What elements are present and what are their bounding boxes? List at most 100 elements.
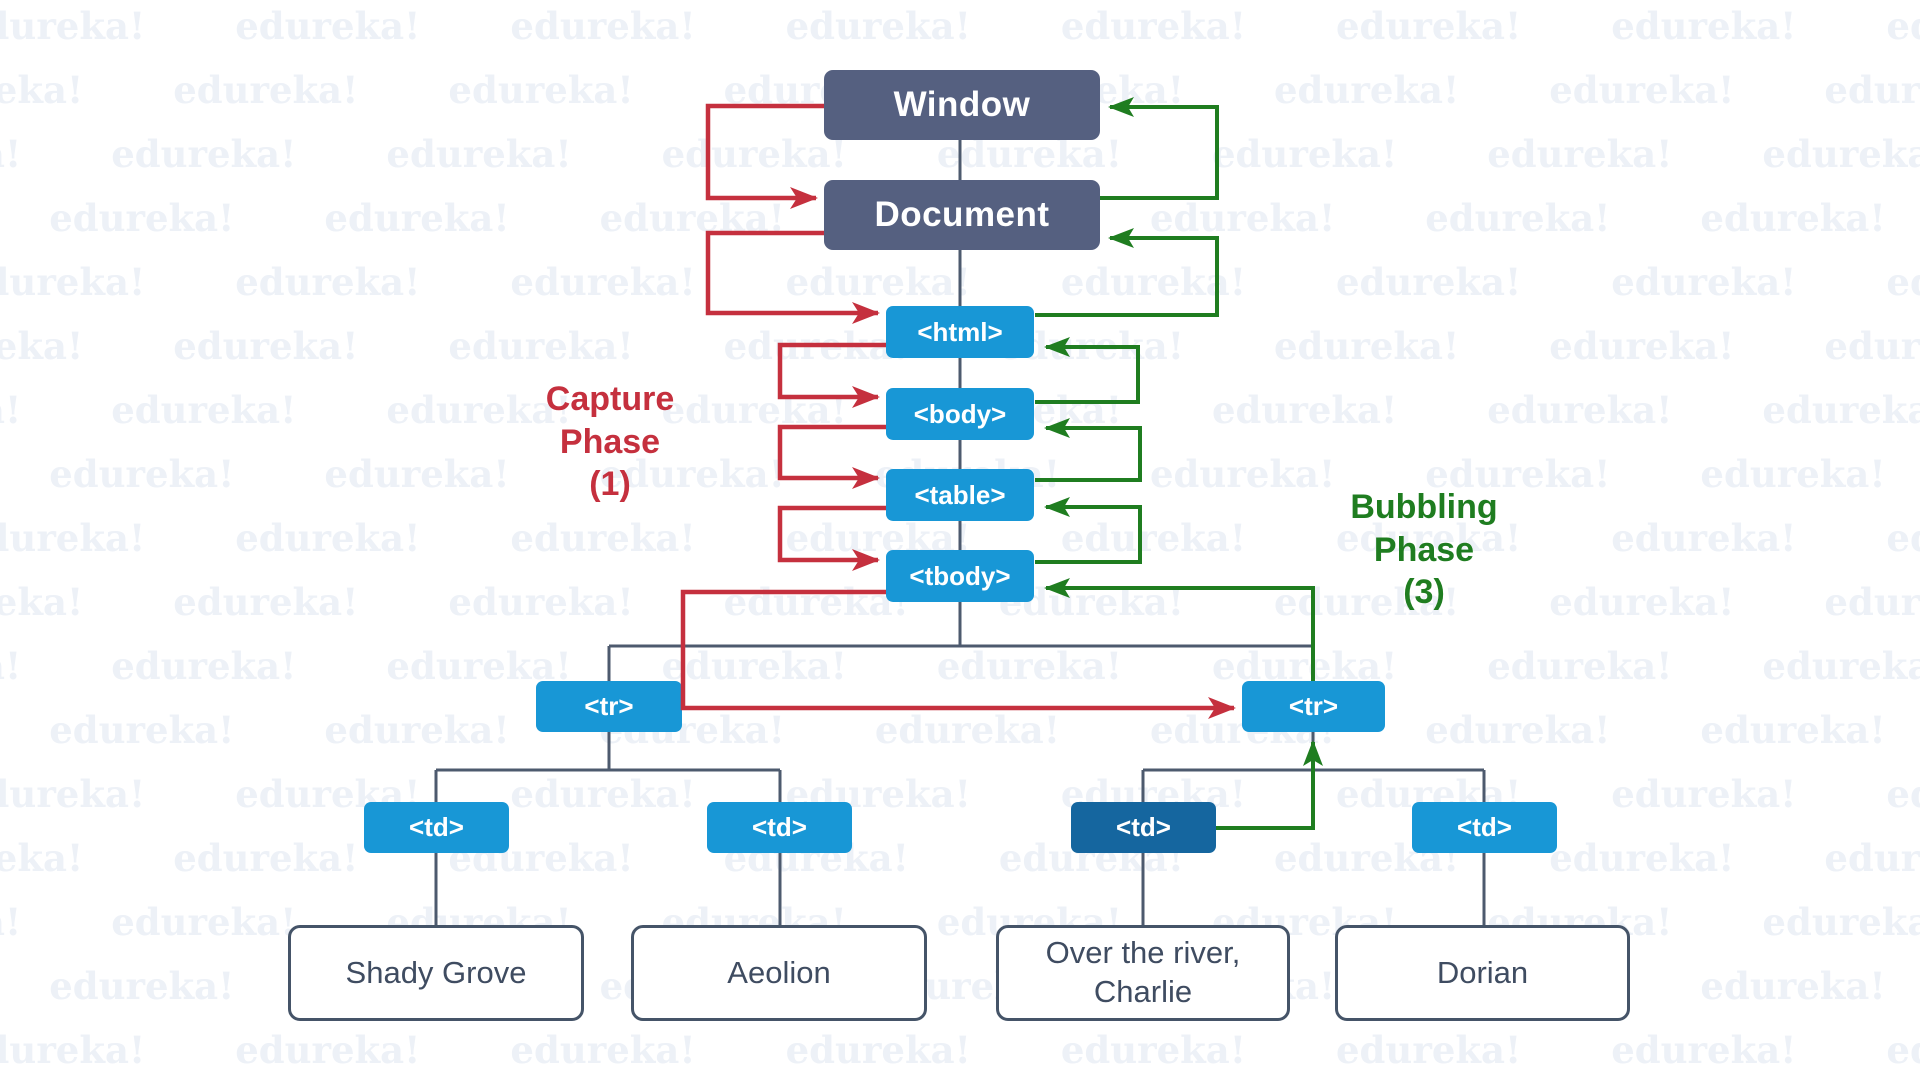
watermark-text: edureka! [1212, 132, 1398, 176]
watermark-text: edureka! [235, 4, 421, 48]
watermark-text: edureka! [1060, 1028, 1247, 1072]
watermark-text: edureka! [1611, 772, 1797, 816]
watermark-text: edureka! [448, 580, 634, 624]
watermark-row: edureka! edureka! edureka! edureka! edureka!… [0, 4, 1920, 48]
watermark-text: edureka! [1762, 132, 1920, 176]
watermark-text: edureka! [1549, 836, 1735, 880]
bubbling-arrow-td-tr [1216, 740, 1323, 830]
watermark-text: edureka! [1487, 132, 1673, 176]
bubbling-arrow-tbody-table [1035, 497, 1142, 564]
node-td-2-label: <td> [752, 812, 807, 842]
watermark-text: edureka! [785, 4, 971, 48]
node-document: Document [824, 180, 1100, 250]
leaf-over-the-river-charlie: Over the river, Charlie [996, 925, 1290, 1021]
bubbling-arrow-body-html [1035, 337, 1140, 404]
watermark-text: edureka! [661, 132, 847, 176]
node-tbody-label: <tbody> [909, 560, 1011, 591]
watermark-text: edureka! [173, 836, 359, 880]
watermark-text: edureka! [0, 260, 146, 304]
node-td-1: <td> [364, 802, 509, 853]
watermark-text: edureka! [0, 4, 146, 48]
bubbling-phase-label: Bubbling Phase (3) [1350, 488, 1498, 611]
watermark-text: edureka! [0, 580, 84, 624]
capture-arrow-window-document [705, 103, 824, 209]
bubbling-arrow-document-window [1100, 97, 1219, 200]
watermark-text: edureka! [1425, 196, 1611, 240]
watermark-text: edureka! [386, 132, 572, 176]
watermark-text: edureka! [1611, 516, 1797, 560]
watermark-text: edureka! [1886, 772, 1920, 816]
watermark-text: edureka! [1549, 68, 1735, 112]
watermark-text: edureka! [1611, 260, 1797, 304]
watermark-text: edureka! [49, 964, 235, 1008]
node-window-label: Window [893, 85, 1031, 124]
node-body: <body> [886, 388, 1034, 440]
node-td-4-label: <td> [1457, 812, 1512, 842]
watermark-text: edureka! [1425, 452, 1611, 496]
watermark-text: edureka! [235, 260, 421, 304]
watermark-row: edureka! edureka! edureka! edureka! edureka!… [0, 132, 1920, 176]
tree-branch-td-left [434, 732, 782, 802]
watermark-row: edureka! edureka! edureka! edureka! edureka!… [0, 260, 1920, 304]
watermark-text: edureka! [1212, 388, 1398, 432]
watermark-text: edureka! [661, 644, 847, 688]
node-td-4: <td> [1412, 802, 1557, 853]
watermark-text: edureka! [1274, 68, 1460, 112]
node-table-label: <table> [914, 479, 1006, 510]
watermark-text: edureka! [785, 260, 971, 304]
watermark-text: edureka! [49, 708, 235, 752]
watermark-text: edureka! [599, 452, 785, 496]
leaf-shady-grove: Shady Grove [288, 925, 584, 1021]
watermark-text: edureka! [1700, 964, 1886, 1008]
watermark-text: edureka! [1549, 324, 1735, 368]
node-tr-right: <tr> [1242, 681, 1385, 732]
watermark-text: edureka! [0, 132, 22, 176]
watermark-text: edureka! [1886, 4, 1920, 48]
bubbling-arrow-tr-tbody [1044, 578, 1315, 681]
capture-arrow-document-html [705, 230, 880, 324]
watermark-text: edureka! [1762, 388, 1920, 432]
node-td-1-label: <td> [409, 812, 464, 842]
watermark-row: edureka!edureka!edureka!edureka!edureka!… [0, 644, 1920, 688]
watermark-text: edureka! [49, 196, 235, 240]
node-tr-left: <tr> [536, 681, 682, 732]
watermark-text: edureka! [1549, 580, 1735, 624]
watermark-text: edureka! [111, 388, 297, 432]
watermark-text: edureka! [723, 580, 909, 624]
watermark-text: edureka! [1336, 516, 1522, 560]
watermark-row: edureka! edureka! edureka! edureka! edureka!… [0, 516, 1920, 560]
watermark-text: edureka! [111, 132, 297, 176]
node-table: <table> [886, 469, 1034, 521]
watermark-text: edureka! [510, 1028, 696, 1072]
watermark-text: edureka! [1060, 516, 1247, 560]
watermark-text: edureka! [0, 516, 146, 560]
watermark-text: edureka! [1886, 516, 1920, 560]
capture-arrow-tbody-tr [680, 589, 1236, 719]
watermark-text: edureka! [1824, 836, 1920, 880]
node-window: Window [824, 70, 1100, 140]
node-td-3-target: <td> [1071, 802, 1216, 853]
watermark-text: edureka! [1886, 260, 1920, 304]
watermark-text: edureka! [1700, 196, 1886, 240]
tree-stubs-leaves [434, 853, 1486, 925]
watermark-text: edureka! [1150, 452, 1336, 496]
watermark-text: edureka! [386, 644, 572, 688]
watermark-text: edureka! [1336, 1028, 1522, 1072]
watermark-text: edureka! [1762, 644, 1920, 688]
watermark-text: edureka! [1274, 324, 1460, 368]
watermark-text: edureka! [1824, 324, 1920, 368]
watermark-text: edureka! [1700, 452, 1886, 496]
capture-arrow-html-body [777, 342, 886, 408]
watermark-text: edureka! [1611, 4, 1797, 48]
watermark-row: edureka!edureka!edureka!edureka!edureka!… [0, 324, 1920, 368]
watermark-text: edureka! [1762, 900, 1920, 944]
capture-arrow-table-tbody [777, 505, 886, 571]
watermark-text: edureka! [173, 324, 359, 368]
watermark-text: edureka! [1060, 4, 1247, 48]
watermark-text: edureka! [1336, 260, 1522, 304]
node-document-label: Document [874, 195, 1050, 234]
watermark-row: edureka!edureka!edureka!edureka!edureka!… [0, 388, 1920, 432]
watermark-row: edureka!edureka!edureka!edureka!edureka!… [0, 196, 1920, 240]
